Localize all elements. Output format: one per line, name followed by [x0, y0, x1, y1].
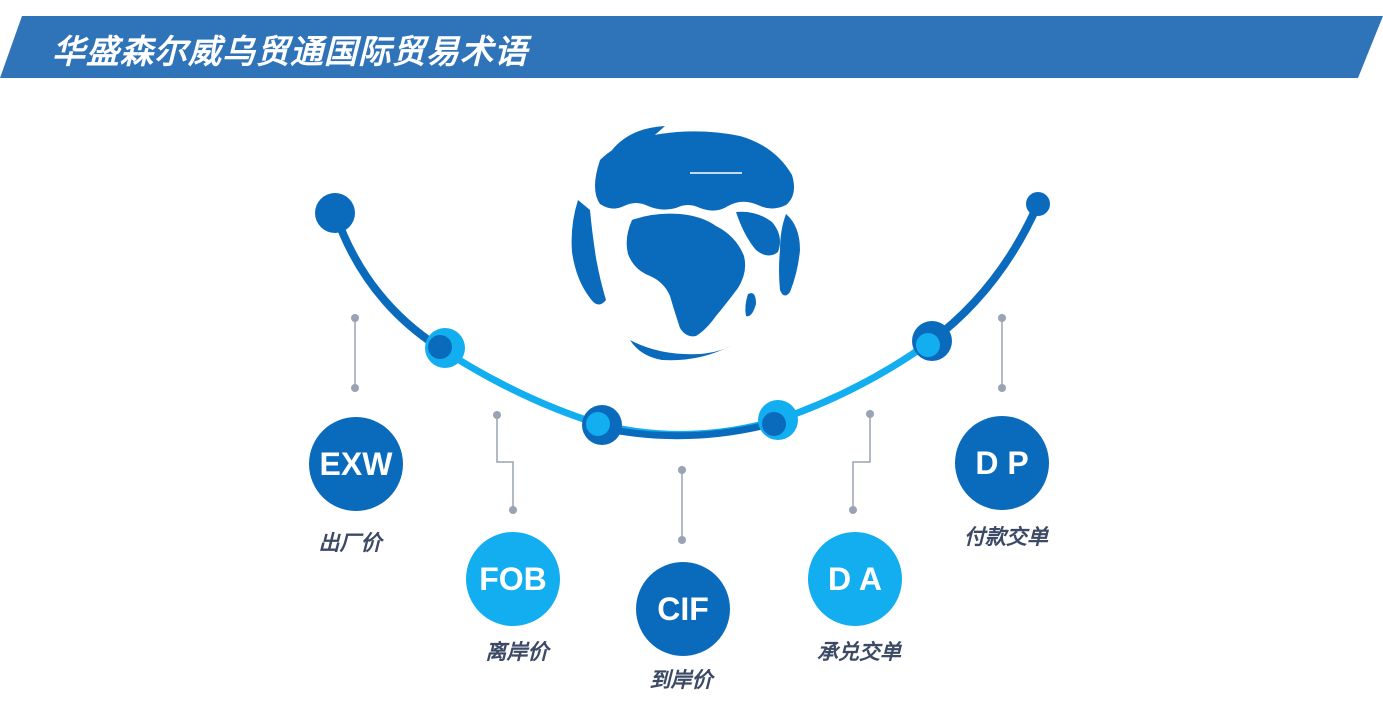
connector-dot: [866, 410, 874, 418]
term-code: EXW: [319, 445, 393, 482]
term-circle-fob: FOB: [466, 532, 560, 626]
term-circle-exw: EXW: [309, 417, 403, 511]
arc-node: [758, 400, 798, 440]
connector-dot: [509, 506, 517, 514]
connector-dot: [678, 466, 686, 474]
arc-node: [582, 405, 622, 445]
term-code: FOB: [479, 560, 547, 597]
term-label-dp: 付款交单: [964, 525, 1048, 549]
connector-dot: [849, 506, 857, 514]
term-circle-cif: CIF: [636, 562, 730, 656]
term-code: D A: [828, 560, 882, 597]
connector-dot: [998, 384, 1006, 392]
term-label-exw: 出厂价: [318, 531, 382, 555]
term-circle-da: D A: [808, 532, 902, 626]
connector-line: [496, 415, 514, 510]
connector-dot: [351, 384, 359, 392]
term-code: D P: [975, 444, 1029, 481]
connector-line: [852, 414, 871, 510]
arc-node: [425, 328, 465, 368]
earth-globe-icon: [565, 122, 801, 361]
term-label-da: 承兑交单: [817, 640, 901, 664]
connector-dot: [998, 314, 1006, 322]
arc-right-dark: [926, 200, 1042, 346]
arc-middle-dark: [601, 418, 779, 440]
arc-left-dark: [331, 209, 444, 352]
term-code: CIF: [657, 590, 709, 627]
term-circle-dp: D P: [955, 416, 1049, 510]
connector-dot: [493, 411, 501, 419]
connector-dot: [351, 314, 359, 322]
page-title: 华盛森尔威乌贸通国际贸易术语: [52, 32, 528, 71]
arc-end-dot-left: [315, 193, 355, 233]
connector-dot: [678, 536, 686, 544]
title-banner: [0, 16, 1383, 78]
term-label-fob: 离岸价: [485, 640, 549, 664]
term-label-cif: 到岸价: [649, 668, 713, 692]
arc-end-dot-right: [1026, 192, 1050, 216]
arc-node: [912, 321, 952, 361]
